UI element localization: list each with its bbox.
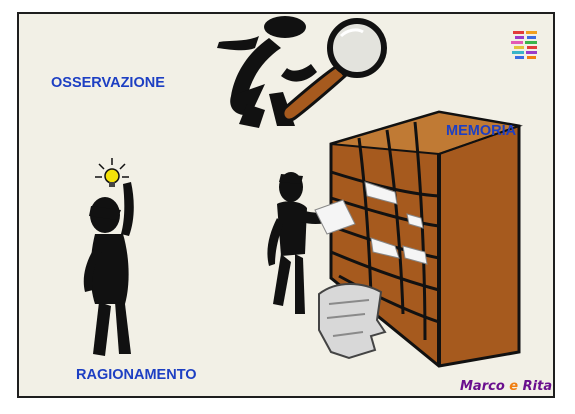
color-blocks-logo-icon (511, 31, 537, 59)
slide-illustration (83, 16, 537, 368)
label-ragionamento: RAGIONAMENTO (76, 367, 197, 383)
magnifying-glass-figure-icon (217, 16, 387, 128)
brand-conjunction: e (509, 379, 519, 394)
thinking-figure-icon (83, 182, 134, 356)
paper-pile-icon (318, 283, 387, 360)
slide: OSSERVAZIONE MEMORIA RAGIONAMENTO Marco … (17, 12, 555, 398)
label-memoria: MEMORIA (446, 123, 517, 139)
filing-figure-icon (267, 172, 356, 314)
brand-signature: Marco e Rita (460, 379, 552, 394)
brand-name-marco: Marco (460, 379, 505, 394)
brand-name-rita: Rita (522, 379, 553, 394)
lightbulb-icon (95, 158, 129, 187)
label-osservazione: OSSERVAZIONE (51, 75, 165, 91)
